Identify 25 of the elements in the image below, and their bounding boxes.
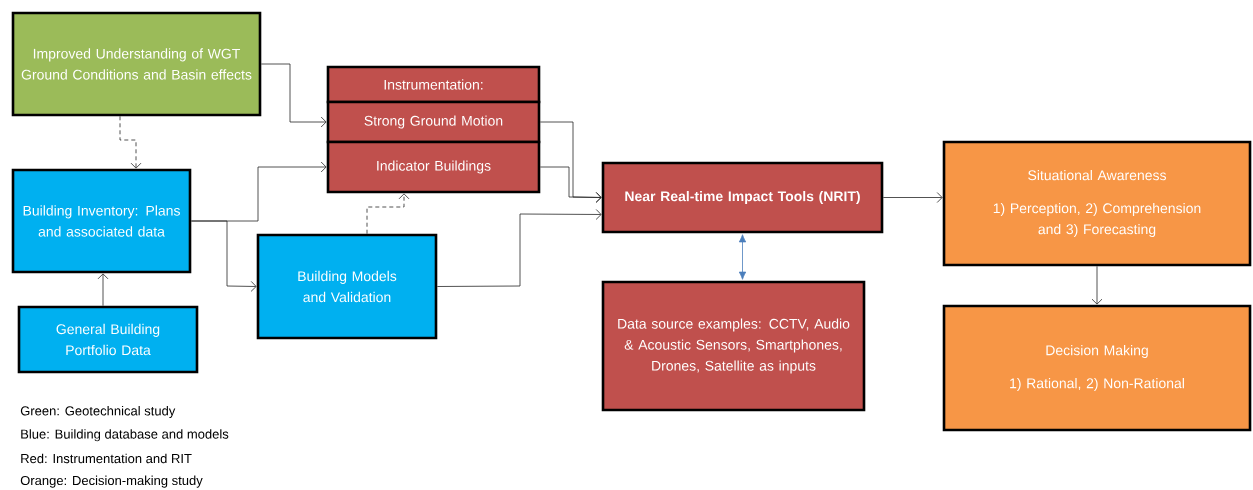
process-box: Instrumentation: bbox=[326, 65, 541, 104]
process-box: Strong Ground Motion bbox=[326, 100, 541, 144]
arrow bbox=[366, 193, 410, 235]
process-box: Building Models and Validation bbox=[256, 233, 438, 340]
legend-text: Green: Geotechnical study bbox=[20, 405, 176, 419]
legend-text: Blue: Building database and models bbox=[21, 429, 229, 442]
legend-text: Red: Instrumentation and RIT bbox=[21, 453, 192, 464]
arrow bbox=[97, 273, 109, 307]
process-box: Improved Understanding of WGT Ground Conditions and Basin effects bbox=[11, 11, 262, 117]
arrow bbox=[190, 220, 257, 292]
process-box: General Building Portfolio Data bbox=[17, 305, 199, 374]
arrow bbox=[738, 234, 747, 280]
arrow bbox=[539, 166, 602, 203]
arrow bbox=[119, 115, 142, 169]
process-box: Building Inventory: Plans and associated data bbox=[11, 168, 192, 274]
legend-text: Orange: Decision-making study bbox=[20, 475, 203, 488]
process-box: Indicator Buildings bbox=[326, 140, 541, 194]
arrow bbox=[260, 63, 327, 128]
arrow bbox=[436, 209, 602, 287]
process-box: Near Real-time Impact Tools (NRIT) bbox=[601, 161, 884, 234]
process-box: Situational Awareness 1) Perception, 2) Comprehension and 3) Forecasting bbox=[942, 140, 1252, 267]
arrow bbox=[882, 192, 943, 203]
process-box: Decision Making 1) Rational, 2) Non-Rational bbox=[942, 304, 1252, 432]
process-box: Data source examples: CCTV, Audio & Acoustic Sensors, Smartphones, Drones, Satellite as inputs bbox=[601, 280, 866, 412]
arrow bbox=[1091, 265, 1103, 305]
